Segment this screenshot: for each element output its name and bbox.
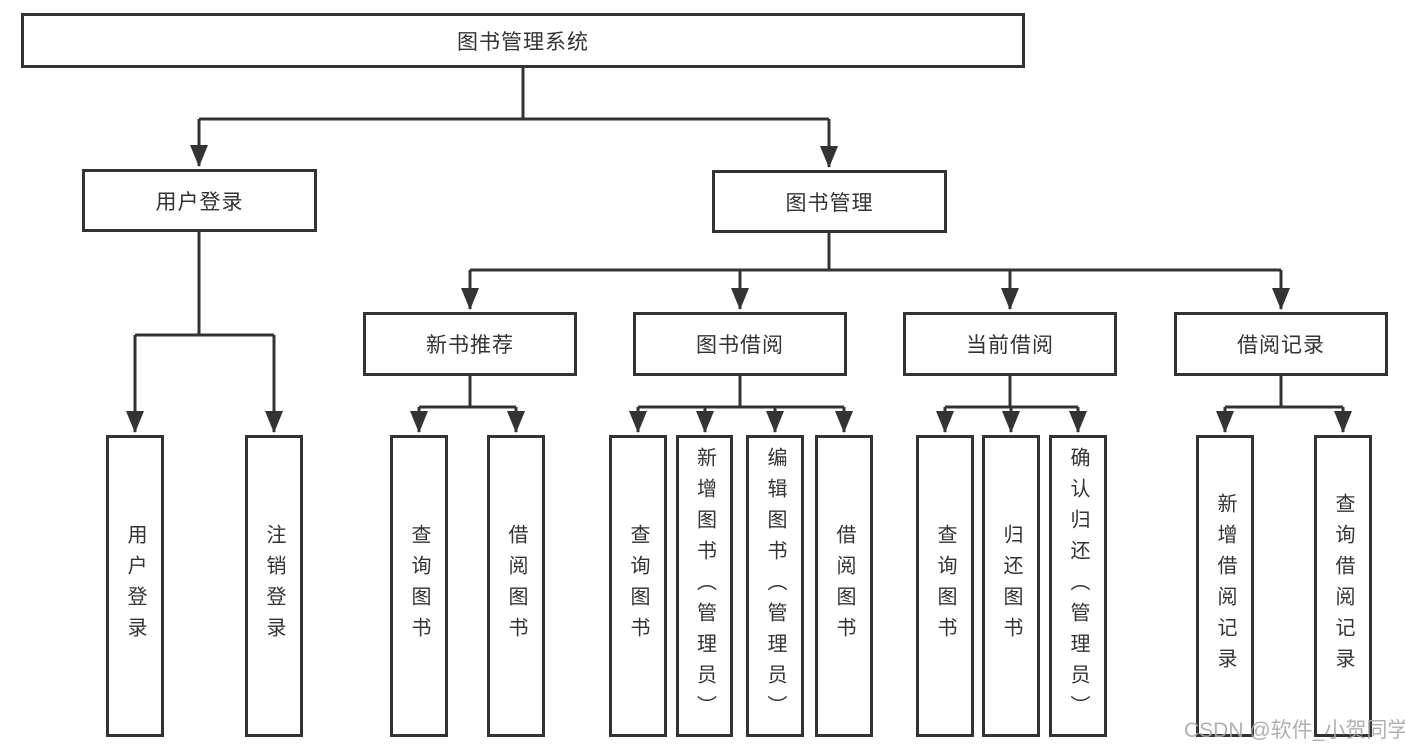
leaf-query-book-2: 查询图书 xyxy=(609,435,667,737)
leaf-add-borrow-record: 新增借阅记录 xyxy=(1196,435,1254,737)
leaf-user-login: 用户登录 xyxy=(106,435,164,737)
leaf-logout-label: 注销登录 xyxy=(263,524,285,648)
node-new-book-recommend: 新书推荐 xyxy=(363,312,577,376)
leaf-edit-book-admin: 编辑图书（管理员） xyxy=(746,435,804,737)
leaf-query-book-2-label: 查询图书 xyxy=(627,524,649,648)
leaf-confirm-return-admin-label: 确认归还（管理员） xyxy=(1067,446,1089,726)
node-borrow-records-label: 借阅记录 xyxy=(1237,334,1325,357)
leaf-query-borrow-record-label: 查询借阅记录 xyxy=(1332,493,1354,679)
node-user-login: 用户登录 xyxy=(82,169,317,232)
leaf-borrow-book-2-label: 借阅图书 xyxy=(833,524,855,648)
leaf-user-login-label: 用户登录 xyxy=(124,524,146,648)
leaf-query-book-3-label: 查询图书 xyxy=(934,524,956,648)
leaf-borrow-book-2: 借阅图书 xyxy=(815,435,873,737)
node-root-label: 图书管理系统 xyxy=(457,30,589,54)
node-new-book-recommend-label: 新书推荐 xyxy=(426,334,514,357)
leaf-query-book-1: 查询图书 xyxy=(390,435,448,737)
node-book-management-label: 图书管理 xyxy=(785,191,874,215)
node-book-management: 图书管理 xyxy=(712,170,947,233)
leaf-query-book-1-label: 查询图书 xyxy=(408,524,430,648)
leaf-borrow-book-1-label: 借阅图书 xyxy=(505,524,527,648)
leaf-logout: 注销登录 xyxy=(245,435,303,737)
leaf-add-book-admin: 新增图书（管理员） xyxy=(676,435,733,737)
leaf-add-borrow-record-label: 新增借阅记录 xyxy=(1214,493,1236,679)
node-book-borrow-label: 图书借阅 xyxy=(696,334,784,357)
leaf-return-book: 归还图书 xyxy=(982,435,1040,737)
leaf-query-book-3: 查询图书 xyxy=(916,435,974,737)
leaf-borrow-book-1: 借阅图书 xyxy=(487,435,545,737)
node-current-borrow: 当前借阅 xyxy=(903,312,1117,376)
node-borrow-records: 借阅记录 xyxy=(1174,312,1388,376)
node-book-borrow: 图书借阅 xyxy=(633,312,847,376)
node-user-login-label: 用户登录 xyxy=(155,190,244,214)
leaf-query-borrow-record: 查询借阅记录 xyxy=(1314,435,1372,737)
node-current-borrow-label: 当前借阅 xyxy=(966,334,1054,357)
leaf-edit-book-admin-label: 编辑图书（管理员） xyxy=(764,446,786,726)
leaf-return-book-label: 归还图书 xyxy=(1000,524,1022,648)
leaf-confirm-return-admin: 确认归还（管理员） xyxy=(1049,435,1107,737)
csdn-watermark: CSDN @软件_小贺同学 xyxy=(1184,719,1405,742)
leaf-add-book-admin-label: 新增图书（管理员） xyxy=(693,446,716,726)
node-root: 图书管理系统 xyxy=(21,13,1025,68)
